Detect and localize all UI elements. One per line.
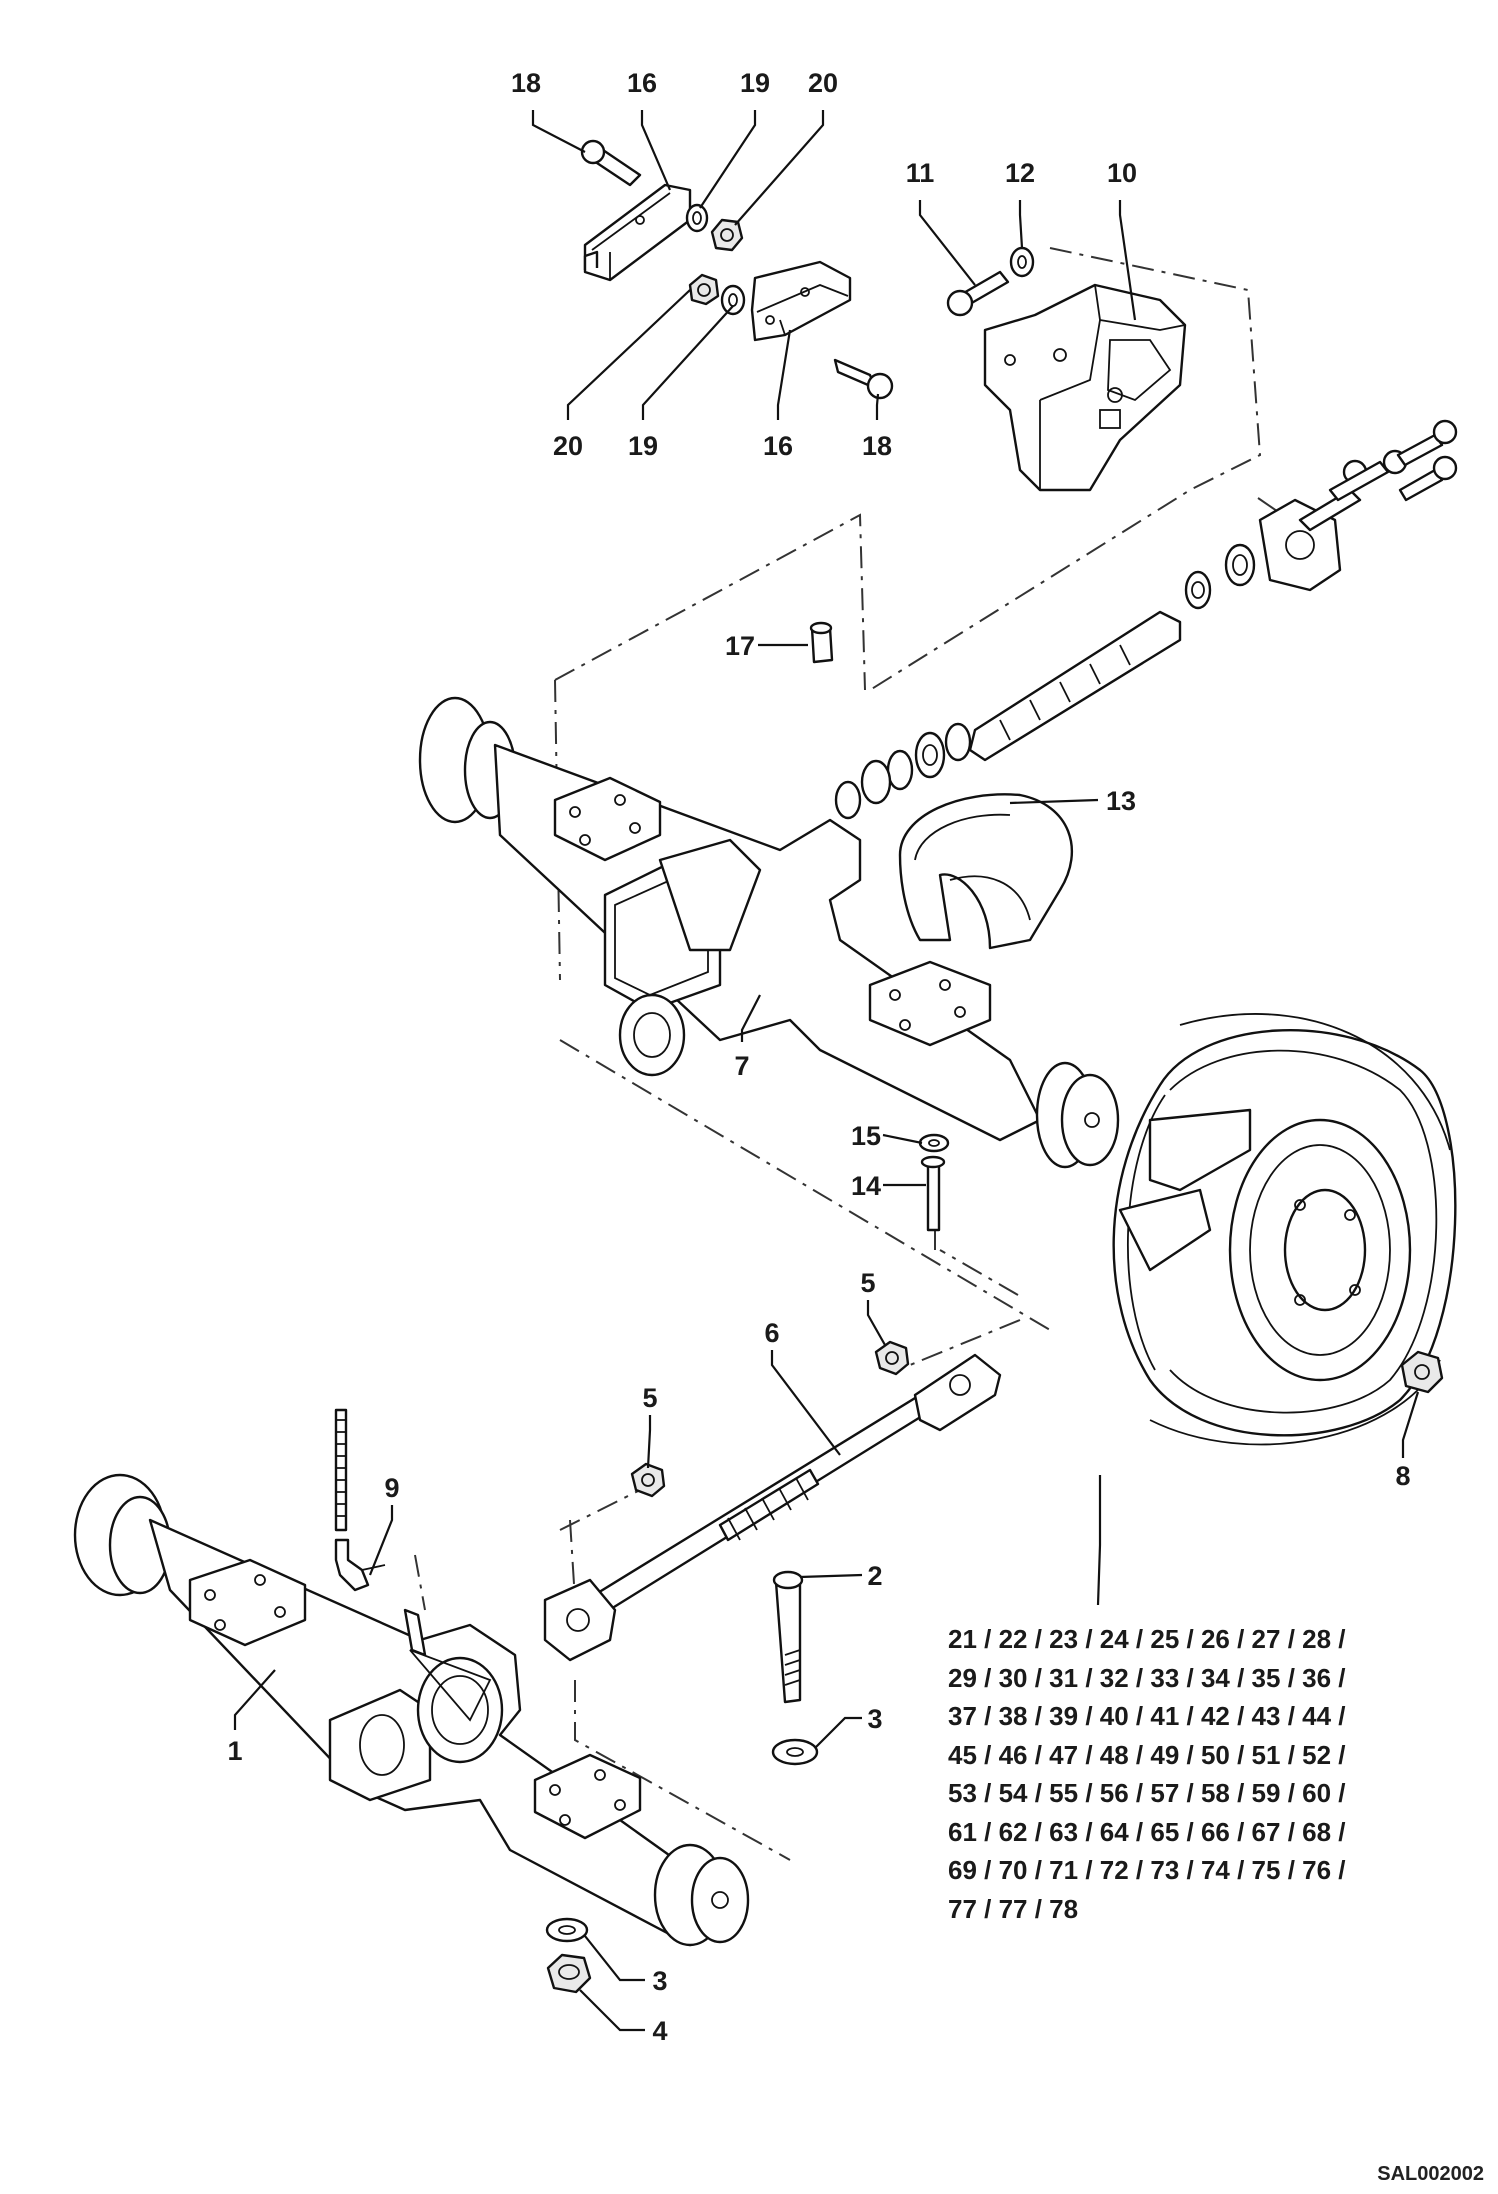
callout-3-middle: 3 — [867, 1704, 882, 1734]
callout-19-lower: 19 — [628, 431, 658, 461]
part-range-line: 29 / 30 / 31 / 32 / 33 / 34 / 35 / 36 / — [948, 1662, 1346, 1693]
mounting-bracket-upper — [583, 183, 692, 282]
callout-20-lower: 20 — [553, 431, 583, 461]
callout-19-upper: 19 — [740, 68, 770, 98]
washer-15 — [918, 1133, 950, 1153]
callout-16-lower: 16 — [763, 431, 793, 461]
input-shaft — [968, 610, 1182, 762]
nut-5-lower — [630, 1462, 666, 1498]
callout-8: 8 — [1395, 1461, 1410, 1491]
drawing-reference-code: SAL002002 — [1377, 2163, 1484, 2185]
callout-11: 11 — [906, 158, 935, 188]
bolt-11 — [946, 270, 1010, 317]
nut-20-lower — [688, 273, 720, 306]
bolt-2 — [772, 1570, 804, 1704]
washer-3-middle — [771, 1738, 819, 1766]
callout-18-upper: 18 — [511, 68, 541, 98]
propeller-shaft-6 — [543, 1353, 1002, 1662]
callout-13: 13 — [1106, 786, 1136, 816]
part-range-line: 45 / 46 / 47 / 48 / 49 / 50 / 51 / 52 / — [948, 1739, 1346, 1770]
callout-9: 9 — [384, 1473, 399, 1503]
washer-19-upper — [685, 203, 709, 233]
callout-17: 17 — [725, 631, 755, 661]
breather-17 — [809, 621, 834, 664]
callout-18-lower: 18 — [862, 431, 892, 461]
washer-12 — [1009, 246, 1035, 278]
spacer-ring-13 — [898, 793, 1074, 950]
bolt-18-lower — [833, 358, 894, 400]
callout-6: 6 — [764, 1318, 779, 1348]
callout-7: 7 — [734, 1051, 749, 1081]
assembly-guide-lines — [414, 247, 1291, 1861]
wheel-nut-8 — [1400, 1350, 1444, 1394]
part-range-line: 53 / 54 / 55 / 56 / 57 / 58 / 59 / 60 / — [948, 1778, 1346, 1808]
part-range-line: 61 / 62 / 63 / 64 / 65 / 66 / 67 / 68 / — [948, 1816, 1346, 1847]
callout-16-upper: 16 — [627, 68, 657, 98]
wheel-tire-assembly — [1112, 1013, 1457, 1446]
hydraulic-motor-10 — [983, 283, 1187, 492]
nut-5-upper — [874, 1340, 910, 1376]
callout-5-upper: 5 — [860, 1268, 875, 1298]
callout-5-lower: 5 — [642, 1383, 657, 1413]
nut-4 — [546, 1953, 592, 1994]
lower-axle-1 — [73, 1473, 750, 1947]
callout-numbers: 18 16 19 20 20 19 16 18 11 12 10 17 13 7… — [227, 68, 1410, 2046]
callout-1: 1 — [227, 1736, 242, 1766]
mounting-bracket-lower — [750, 260, 852, 342]
part-range-line: 77 / 77 / 78 — [948, 1893, 1079, 1924]
callout-15: 15 — [851, 1121, 881, 1151]
callout-12: 12 — [1005, 158, 1035, 188]
washer-19-lower — [720, 284, 746, 316]
flange-and-bolts — [1258, 419, 1458, 592]
callout-10: 10 — [1107, 158, 1137, 188]
callout-14: 14 — [851, 1171, 881, 1201]
upper-axle-7 — [418, 696, 1120, 1169]
washer-3-lower — [545, 1917, 589, 1943]
part-range-line: 21 / 22 / 23 / 24 / 25 / 26 / 27 / 28 / — [948, 1624, 1346, 1654]
bolt-14 — [920, 1155, 946, 1232]
callout-4: 4 — [652, 2016, 667, 2046]
part-range-line: 69 / 70 / 71 / 72 / 73 / 74 / 75 / 76 / — [948, 1855, 1346, 1885]
callout-2: 2 — [867, 1561, 882, 1591]
callout-3-lower: 3 — [652, 1966, 667, 1996]
part-number-range-list: 21 / 22 / 23 / 24 / 25 / 26 / 27 / 28 / … — [948, 1620, 1408, 1928]
part-range-line: 37 / 38 / 39 / 40 / 41 / 42 / 43 / 44 / — [948, 1701, 1346, 1731]
bearing-set — [834, 722, 972, 820]
seal-rings — [1184, 543, 1256, 610]
nut-20-upper — [710, 218, 744, 252]
bolt-18-upper — [580, 139, 642, 187]
callout-20-upper: 20 — [808, 68, 838, 98]
leader-lines — [233, 110, 1420, 2032]
hydraulic-hose-9 — [334, 1408, 386, 1592]
